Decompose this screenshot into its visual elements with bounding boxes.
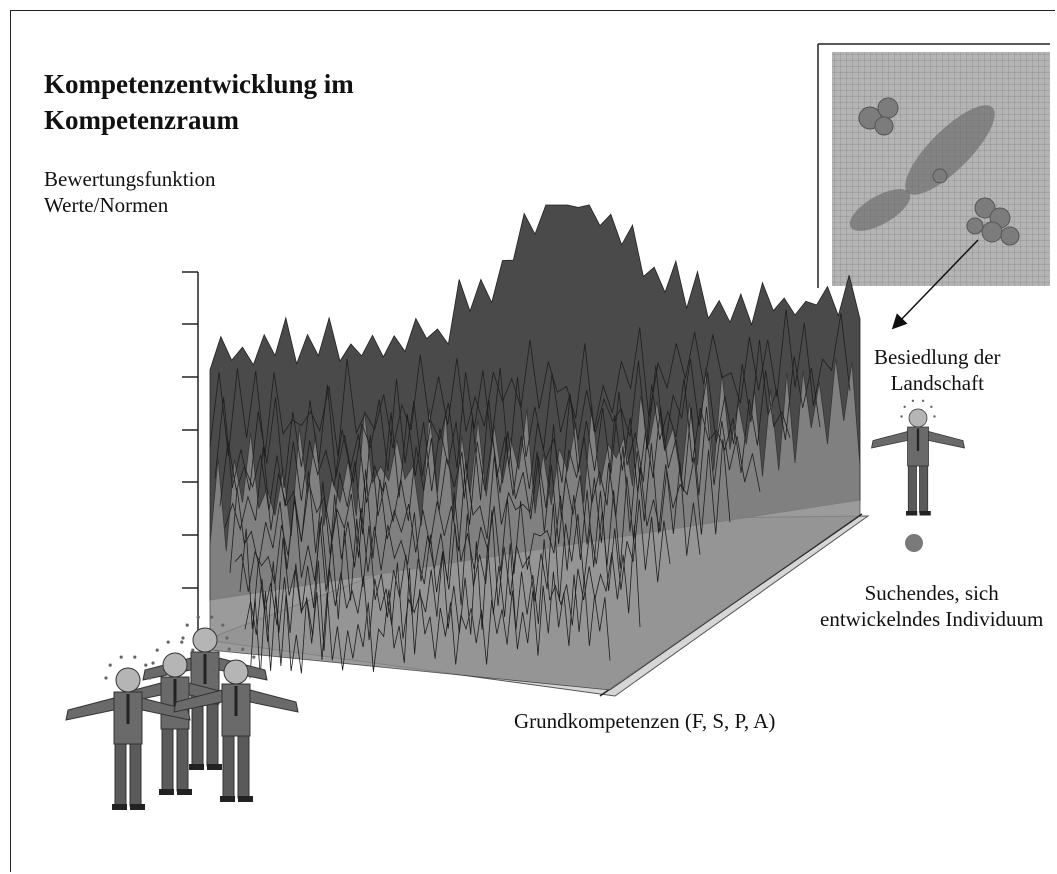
figure-frame bbox=[10, 10, 1055, 872]
settlement-label-line-1: Besiedlung der bbox=[874, 345, 1001, 369]
y-axis-label: Bewertungsfunktion Werte/Normen bbox=[44, 166, 215, 218]
person-figure bbox=[871, 399, 965, 516]
y-axis-label-line-2: Werte/Normen bbox=[44, 193, 169, 217]
surface-wire-line bbox=[209, 309, 851, 457]
diagram-title: Kompetenzentwicklung im Kompetenzraum bbox=[44, 66, 354, 138]
individual-label-line-2: entwickelndes Individuum bbox=[820, 607, 1044, 631]
surface-wire-line bbox=[229, 439, 731, 573]
settlement-arrow bbox=[891, 239, 979, 330]
surface-wire-line bbox=[244, 525, 641, 652]
surface-wire-line bbox=[239, 499, 671, 630]
individual-label: Suchendes, sich entwickelndes Individuum bbox=[820, 580, 1043, 632]
landscape-inset-map bbox=[817, 43, 1050, 288]
title-line-2: Kompetenzraum bbox=[44, 105, 239, 135]
x-axis-label: Grundkompetenzen (F, S, P, A) bbox=[514, 709, 776, 733]
title-line-1: Kompetenzentwicklung im bbox=[44, 69, 354, 99]
individuals-group bbox=[65, 615, 299, 810]
searching-individual bbox=[871, 399, 965, 552]
individual-marker bbox=[905, 534, 923, 552]
person-figure bbox=[173, 647, 299, 802]
individual-label-line-1: Suchendes, sich bbox=[864, 581, 999, 605]
y-axis-label-line-1: Bewertungsfunktion bbox=[44, 167, 216, 191]
person-figure bbox=[65, 655, 191, 810]
settlement-cluster-bottom bbox=[966, 197, 1020, 246]
settlement-label-line-2: Landschaft bbox=[890, 371, 984, 395]
surface-wire-line bbox=[234, 462, 701, 592]
surface-wire-line bbox=[219, 370, 791, 511]
surface-wire-line bbox=[249, 568, 611, 679]
y-axis bbox=[182, 271, 199, 632]
settlement-cluster-top bbox=[858, 97, 899, 136]
fitness-landscape-surface bbox=[209, 204, 861, 691]
surface-wire-line bbox=[214, 339, 821, 491]
settlement-label: Besiedlung der Landschaft bbox=[874, 344, 1001, 396]
surface-wire-line bbox=[224, 406, 761, 542]
